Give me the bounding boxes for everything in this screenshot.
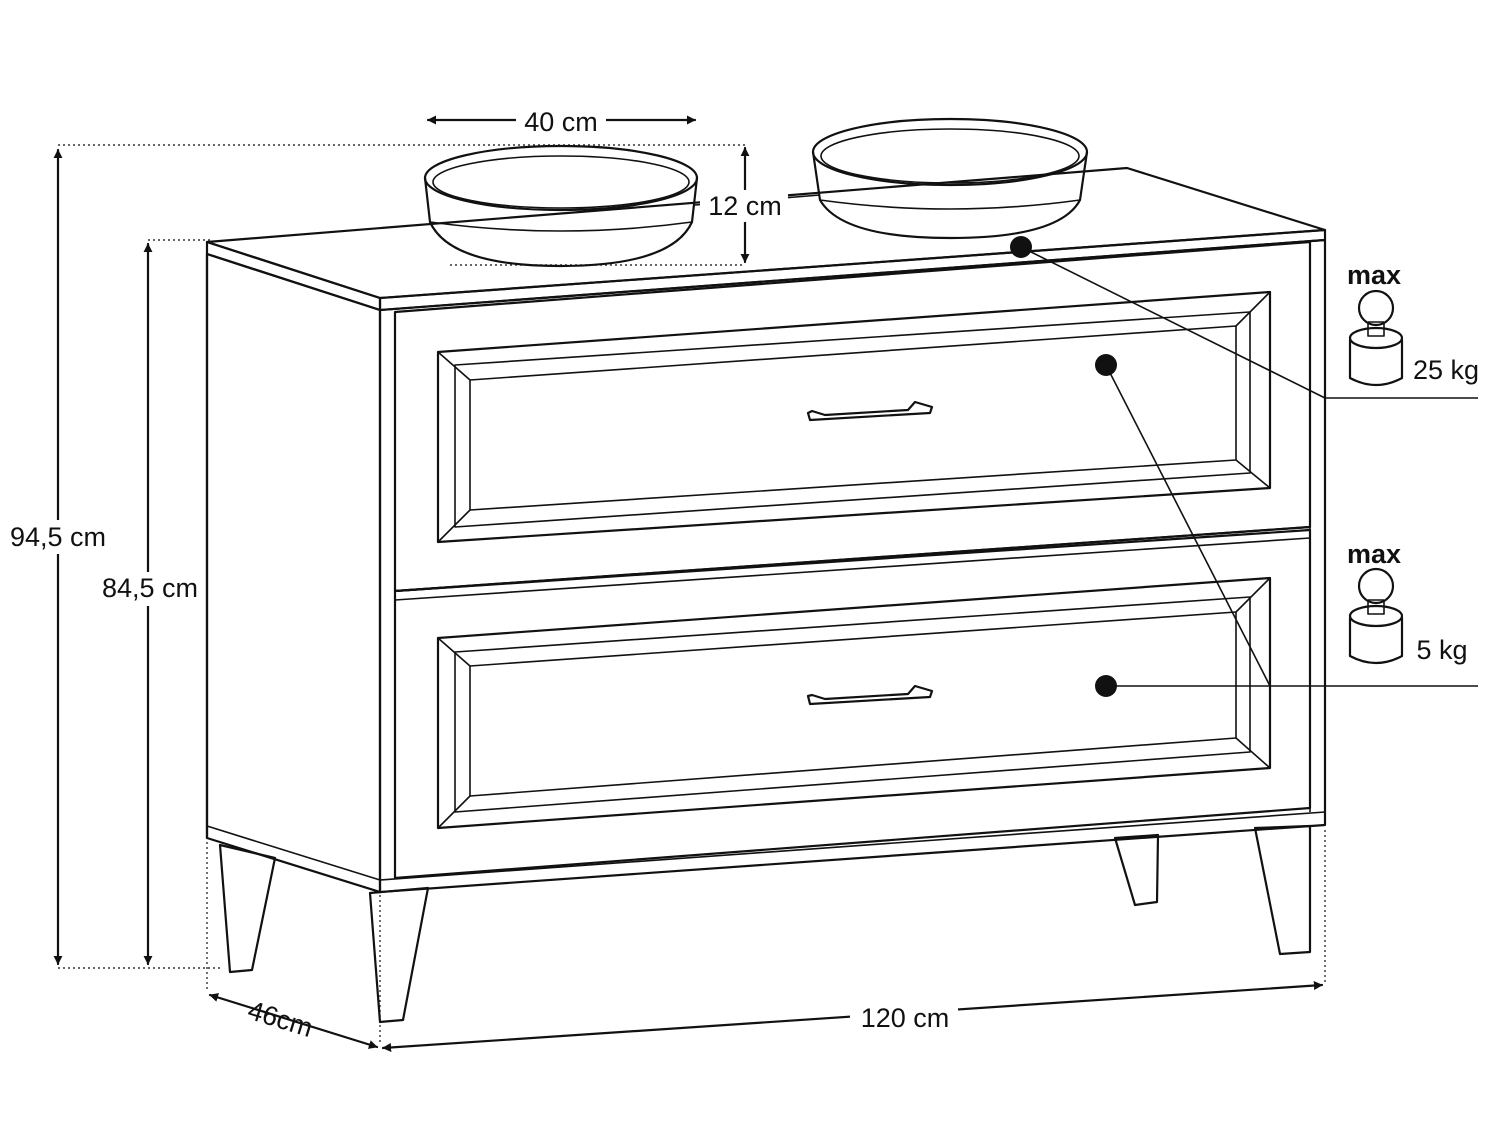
drawer-top bbox=[393, 240, 1312, 593]
drawer-bottom bbox=[393, 528, 1312, 880]
load-callouts bbox=[1010, 236, 1478, 697]
basin-width-label: 40 cm bbox=[524, 107, 598, 137]
dimension-arrows bbox=[53, 115, 1324, 1052]
weight-value: 5 kg bbox=[1416, 635, 1467, 665]
drawer-handle-icon bbox=[806, 400, 934, 422]
cabinet bbox=[205, 166, 1327, 894]
weight-value: 25 kg bbox=[1413, 355, 1479, 385]
legs bbox=[218, 824, 1312, 1024]
basin-right bbox=[811, 117, 1089, 240]
guide-lines bbox=[58, 144, 1326, 1045]
depth-arrow bbox=[208, 993, 379, 1049]
width-label: 120 cm bbox=[861, 1003, 950, 1033]
weight-icon bbox=[1348, 567, 1404, 665]
max-label: max bbox=[1347, 539, 1401, 569]
basin-height-label: 12 cm bbox=[708, 191, 782, 221]
drawer-handle-icon bbox=[806, 684, 934, 706]
weight-icon bbox=[1348, 289, 1404, 387]
total-height-label: 94,5 cm bbox=[10, 522, 106, 552]
depth-label: 46cm bbox=[244, 995, 316, 1043]
cabinet-height-label: 84,5 cm bbox=[102, 573, 198, 603]
basin-left bbox=[423, 144, 699, 268]
max-label: max bbox=[1347, 260, 1401, 290]
